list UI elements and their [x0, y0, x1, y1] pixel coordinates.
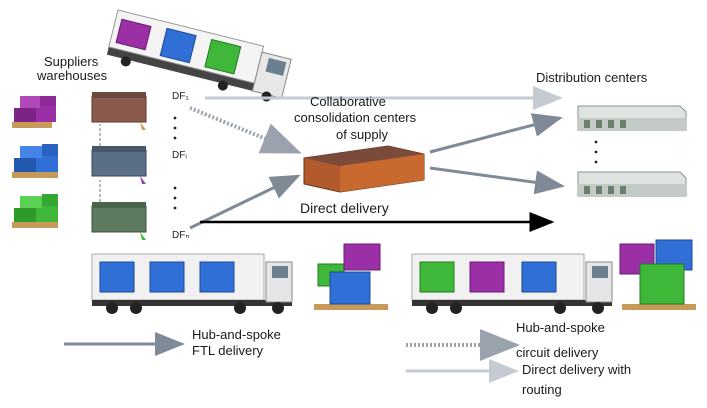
consolidation-label-line2: consolidation centers: [294, 110, 417, 125]
distribution-center-bottom: [577, 171, 687, 197]
arrow-consolidation-to-dc-bottom: [429, 166, 565, 195]
distribution-center-top: [577, 105, 687, 131]
legend-ftl-label-line2: FTL delivery: [192, 343, 264, 358]
legend-circuit-label-line2: circuit delivery: [516, 345, 599, 360]
legend-direct-routing-label-line1: Direct delivery with: [522, 362, 632, 377]
legend-direct-routing-label-line2: routing: [522, 382, 562, 397]
direct-delivery-label: Direct delivery: [300, 200, 389, 216]
mixed-pallet-middle: [314, 243, 388, 310]
vertical-ellipsis-left: [173, 116, 177, 210]
pallet-purple-stack: [12, 96, 56, 128]
supplier-warehouse-2: [91, 146, 147, 184]
bottom-right-truck: [411, 253, 613, 314]
arrow-consolidation-to-dc-top: [429, 113, 563, 154]
dfn-label: DFₙ: [172, 230, 190, 241]
dfi-label: DFᵢ: [172, 150, 187, 161]
suppliers-label-line1: Suppliers: [44, 54, 99, 69]
top-truck: [106, 9, 292, 102]
bottom-left-truck: [91, 253, 293, 314]
df1-label: DF₁: [172, 91, 189, 102]
legend-circuit-label-line1: Hub-and-spoke: [516, 320, 605, 335]
distribution-centers-label: Distribution centers: [536, 70, 648, 85]
suppliers-label-line2: warehouses: [37, 68, 108, 83]
consolidation-label-line3: of supply: [336, 127, 389, 142]
legend-ftl-label-line1: Hub-and-spoke: [192, 327, 281, 342]
mixed-pallet-right: [619, 239, 696, 310]
supplier-warehouse-1: [91, 92, 147, 130]
supplier-warehouse-3: [91, 202, 147, 240]
arrow-dfn-to-consolidation: [189, 174, 301, 230]
consolidation-label-line1: Collaborative: [310, 94, 386, 109]
pallet-green-stack: [12, 194, 58, 228]
consolidation-center-building: [303, 145, 425, 193]
arrow-df1-to-consolidation: [189, 106, 302, 154]
pallet-blue-stack: [12, 144, 58, 178]
vertical-ellipsis-right: [594, 140, 598, 164]
